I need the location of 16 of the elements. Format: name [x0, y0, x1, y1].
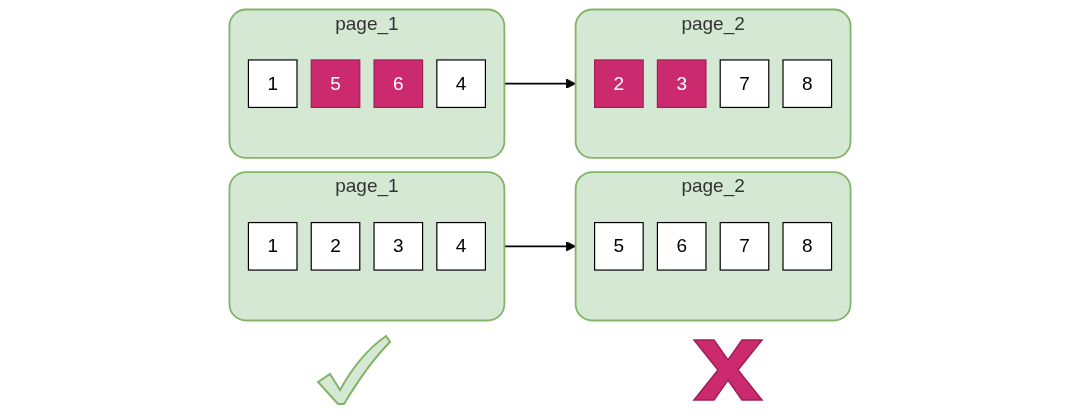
node-box: 1 [247, 59, 298, 109]
node-box: 6 [656, 221, 707, 271]
node-box: 8 [782, 59, 833, 109]
node-box: 7 [719, 59, 770, 109]
node-box: 5 [594, 221, 644, 271]
node-box: 3 [373, 221, 424, 271]
node-box: 6 [373, 59, 424, 109]
node-box: 4 [436, 221, 486, 271]
node-box: 5 [310, 59, 361, 109]
node-box: 4 [436, 59, 486, 109]
node-box: 2 [310, 221, 361, 271]
node-box: 7 [719, 221, 770, 271]
node-box: 1 [247, 221, 298, 271]
node-box: 3 [656, 59, 707, 109]
node-box: 2 [594, 59, 644, 109]
node-box: 8 [782, 221, 833, 271]
